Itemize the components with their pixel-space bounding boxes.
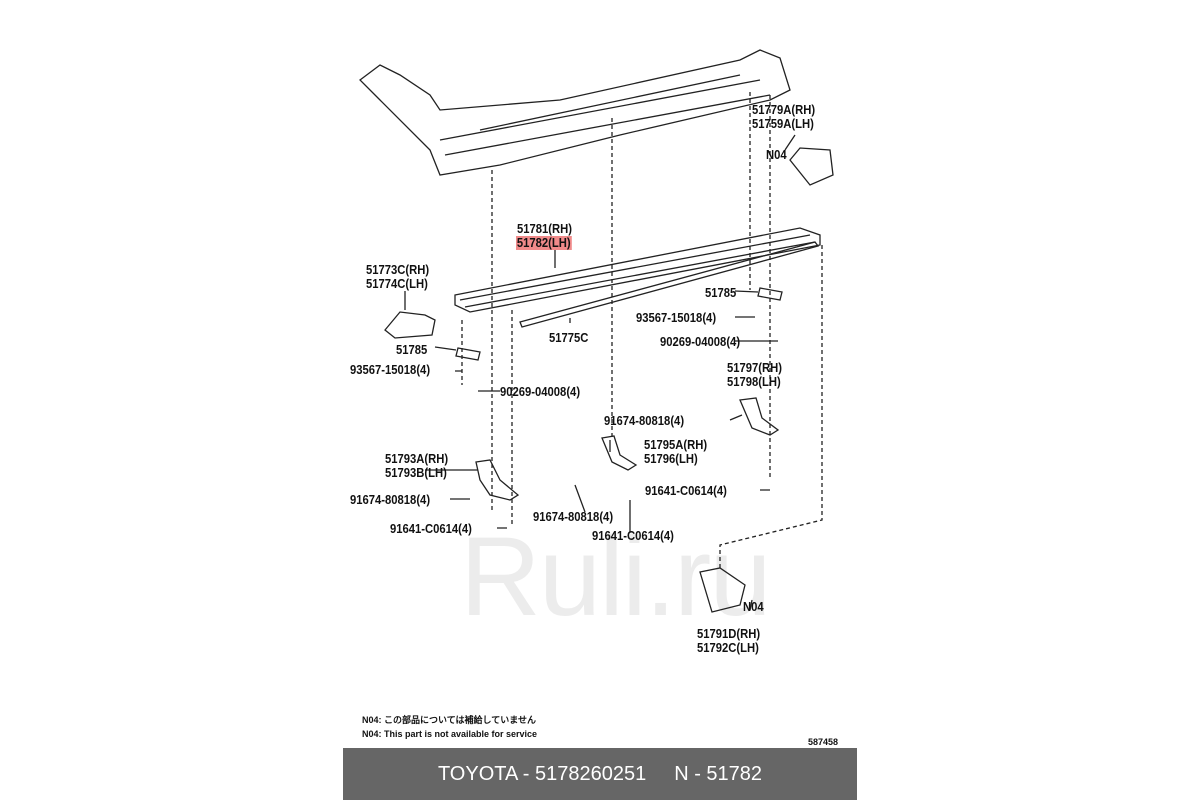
label-51798: 51798(LH) xyxy=(727,375,781,389)
label-n04-top: N04 xyxy=(766,148,787,162)
label-93567-right: 93567-15018(4) xyxy=(636,311,717,325)
label-51793a: 51793A(RH) xyxy=(385,452,449,466)
label-51795a: 51795A(RH) xyxy=(644,438,708,452)
label-90269-left: 90269-04008(4) xyxy=(500,385,581,399)
footer-bar: TOYOTA - 5178260251 N - 51782 xyxy=(343,748,857,800)
watermark: Ruli.ru xyxy=(460,514,772,639)
note-english: N04: This part is not available for serv… xyxy=(362,729,538,739)
label-91674-left: 91674-80818(4) xyxy=(350,493,431,507)
bracket-right xyxy=(739,397,780,436)
label-51785-left: 51785 xyxy=(396,343,428,357)
label-51792c: 51792C(LH) xyxy=(697,641,759,655)
body-frame xyxy=(359,49,791,176)
label-91641-left: 91641-C0614(4) xyxy=(390,522,472,536)
label-91674-mid: 91674-80818(4) xyxy=(533,510,614,524)
bracket-mid xyxy=(601,435,638,471)
label-51781: 51781(RH) xyxy=(517,222,573,236)
end-cap-front xyxy=(384,311,436,339)
label-51782-highlighted: 51782(LH) xyxy=(516,236,572,250)
label-51779a: 51779A(RH) xyxy=(752,103,816,117)
label-51775c: 51775C xyxy=(549,331,589,345)
label-51774c: 51774C(LH) xyxy=(366,277,428,291)
label-51796: 51796(LH) xyxy=(644,452,698,466)
label-51791d: 51791D(RH) xyxy=(697,627,761,641)
bracket-left xyxy=(475,459,520,501)
label-90269-right: 90269-04008(4) xyxy=(660,335,741,349)
end-cap-bottom xyxy=(699,567,746,613)
label-91641-mid: 91641-C0614(4) xyxy=(592,529,674,543)
part-number: TOYOTA - 5178260251 xyxy=(437,762,647,785)
note-japanese: N04: この部品については補給していません xyxy=(362,715,537,725)
reference-number: N - 51782 xyxy=(674,762,763,785)
label-n04-bottom: N04 xyxy=(743,600,764,614)
label-93567-left: 93567-15018(4) xyxy=(350,363,431,377)
label-51773c: 51773C(RH) xyxy=(366,263,430,277)
label-51797: 51797(RH) xyxy=(727,361,783,375)
label-91641-right: 91641-C0614(4) xyxy=(645,484,727,498)
label-51785-right: 51785 xyxy=(705,286,737,300)
label-91674-right: 91674-80818(4) xyxy=(604,414,685,428)
label-51759a: 51759A(LH) xyxy=(752,117,814,131)
running-board xyxy=(454,227,821,313)
diagram-id: 587458 xyxy=(808,737,839,747)
end-cap-rear xyxy=(789,147,834,186)
label-51793b: 51793B(LH) xyxy=(385,466,447,480)
